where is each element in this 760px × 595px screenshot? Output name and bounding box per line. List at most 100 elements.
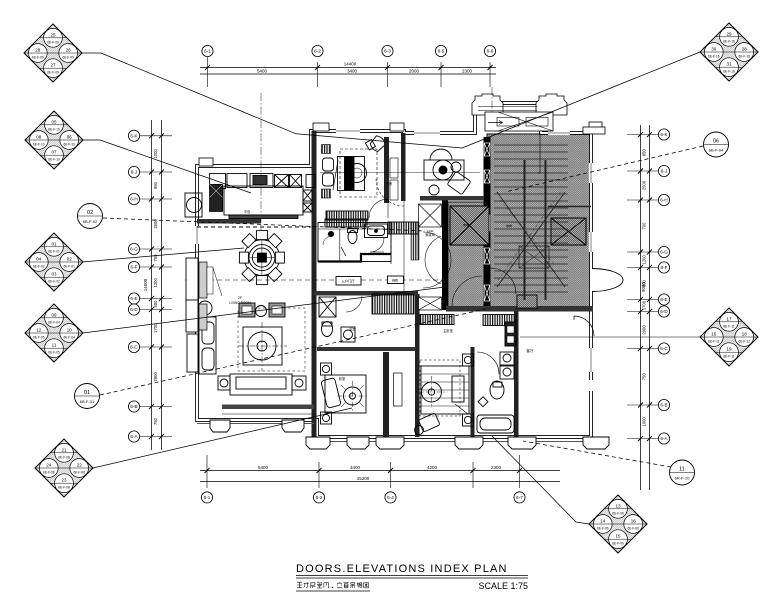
svg-text:07: 07 bbox=[51, 150, 57, 155]
svg-text:21: 21 bbox=[61, 447, 67, 452]
svg-text:06: 06 bbox=[67, 135, 73, 140]
svg-text:6E-F-16: 6E-F-16 bbox=[708, 55, 720, 59]
svg-text:01: 01 bbox=[51, 241, 57, 246]
svg-text:家政间: 家政间 bbox=[425, 232, 435, 237]
svg-text:6E-F-16: 6E-F-16 bbox=[723, 70, 735, 74]
svg-text:6-1: 6-1 bbox=[204, 495, 211, 500]
svg-text:16: 16 bbox=[631, 519, 637, 524]
svg-text:1000: 1000 bbox=[642, 416, 647, 426]
svg-text:3400: 3400 bbox=[347, 69, 358, 74]
svg-text:08: 08 bbox=[36, 135, 42, 140]
svg-text:5400: 5400 bbox=[258, 465, 269, 470]
svg-text:9030: 9030 bbox=[641, 281, 646, 292]
svg-text:11: 11 bbox=[679, 467, 685, 473]
svg-text:31: 31 bbox=[726, 62, 732, 67]
svg-text:6-3: 6-3 bbox=[384, 49, 391, 54]
svg-text:6E-F-06: 6E-F-06 bbox=[612, 542, 624, 546]
svg-text:15200: 15200 bbox=[357, 476, 370, 481]
svg-text:6B-F-04: 6B-F-04 bbox=[709, 148, 724, 153]
svg-text:700: 700 bbox=[153, 254, 158, 262]
svg-text:6E-F-09: 6E-F-09 bbox=[32, 56, 44, 60]
svg-text:17: 17 bbox=[726, 316, 732, 321]
svg-text:2000: 2000 bbox=[409, 69, 420, 74]
svg-text:4200: 4200 bbox=[427, 465, 438, 470]
svg-text:19: 19 bbox=[726, 347, 732, 352]
svg-text:6E-F-08: 6E-F-08 bbox=[43, 471, 55, 475]
svg-text:04: 04 bbox=[36, 257, 42, 262]
svg-text:6E-F-10: 6E-F-10 bbox=[33, 143, 45, 147]
svg-text:10: 10 bbox=[67, 328, 73, 333]
svg-text:6E-F-08: 6E-F-08 bbox=[58, 455, 70, 459]
svg-text:电梯: 电梯 bbox=[506, 223, 512, 228]
svg-text:主卧室: 主卧室 bbox=[443, 328, 453, 333]
svg-text:6E-F-11: 6E-F-11 bbox=[723, 355, 735, 359]
svg-text:03: 03 bbox=[51, 272, 57, 277]
svg-text:6E-F-10: 6E-F-10 bbox=[48, 127, 60, 131]
svg-text:6E-F-08: 6E-F-08 bbox=[58, 486, 70, 490]
svg-text:2900: 2900 bbox=[642, 325, 647, 335]
svg-text:6E-F-09: 6E-F-09 bbox=[62, 56, 74, 60]
svg-text:6E-F-10: 6E-F-10 bbox=[48, 158, 60, 162]
svg-text:DOORS.ELEVATIONS INDEX PLAN: DOORS.ELEVATIONS INDEX PLAN bbox=[296, 563, 508, 575]
svg-text:6E-F-08: 6E-F-08 bbox=[73, 471, 85, 475]
svg-text:鞋柜: 鞋柜 bbox=[392, 278, 398, 283]
svg-text:6-1: 6-1 bbox=[204, 49, 211, 54]
svg-text:3400: 3400 bbox=[350, 465, 361, 470]
svg-text:1700: 1700 bbox=[153, 323, 158, 333]
svg-text:6-H: 6-H bbox=[130, 197, 137, 202]
svg-text:28: 28 bbox=[742, 47, 748, 52]
svg-text:2300: 2300 bbox=[491, 465, 502, 470]
svg-text:6-7: 6-7 bbox=[516, 495, 523, 500]
svg-text:入户门厅: 入户门厅 bbox=[341, 279, 355, 284]
svg-text:6-K: 6-K bbox=[130, 133, 138, 138]
svg-text:29: 29 bbox=[726, 31, 732, 36]
svg-text:22: 22 bbox=[77, 463, 83, 468]
svg-text:6R-F-10: 6R-F-10 bbox=[675, 476, 690, 481]
svg-text:6E-F-16: 6E-F-16 bbox=[723, 39, 735, 43]
svg-text:18: 18 bbox=[742, 332, 748, 337]
svg-text:6-E: 6-E bbox=[660, 297, 667, 302]
svg-text:6E-F-06: 6E-F-06 bbox=[627, 527, 639, 531]
svg-text:LIVING ROOM: LIVING ROOM bbox=[229, 301, 251, 305]
svg-text:06: 06 bbox=[713, 139, 719, 145]
svg-text:浴室: 浴室 bbox=[349, 326, 355, 331]
svg-text:2300: 2300 bbox=[462, 69, 473, 74]
svg-text:13: 13 bbox=[615, 503, 621, 508]
svg-text:2500: 2500 bbox=[642, 180, 647, 190]
svg-text:6E-F-02: 6E-F-02 bbox=[33, 265, 45, 269]
svg-text:6-D: 6-D bbox=[660, 309, 668, 314]
svg-text:16: 16 bbox=[711, 332, 717, 337]
svg-text:6-6: 6-6 bbox=[487, 49, 494, 54]
svg-text:6-D: 6-D bbox=[130, 307, 138, 312]
svg-text:书房: 书房 bbox=[386, 181, 392, 186]
svg-text:6E-F-06: 6E-F-06 bbox=[597, 527, 609, 531]
svg-text:1000: 1000 bbox=[153, 149, 158, 159]
svg-text:6-H: 6-H bbox=[660, 198, 667, 203]
svg-text:电梯: 电梯 bbox=[463, 222, 469, 227]
svg-text:6-C: 6-C bbox=[660, 346, 668, 351]
svg-text:2900: 2900 bbox=[153, 371, 158, 381]
svg-text:6E-F-12: 6E-F-12 bbox=[738, 340, 750, 344]
svg-text:6E-F-01: 6E-F-01 bbox=[48, 249, 60, 253]
svg-text:6-J: 6-J bbox=[131, 170, 137, 175]
svg-text:6E-F-16: 6E-F-16 bbox=[738, 55, 750, 59]
svg-text:15: 15 bbox=[615, 534, 621, 539]
svg-text:6B-F-01: 6B-F-01 bbox=[80, 399, 95, 404]
svg-text:09: 09 bbox=[51, 312, 57, 317]
svg-text:2500: 2500 bbox=[153, 219, 158, 229]
svg-text:6-J: 6-J bbox=[661, 169, 667, 174]
svg-text:6B-F-02: 6B-F-02 bbox=[83, 219, 98, 224]
svg-text:02: 02 bbox=[87, 210, 93, 216]
svg-text:6-E: 6-E bbox=[130, 296, 137, 301]
svg-text:23: 23 bbox=[61, 478, 67, 483]
svg-text:6E-F-02: 6E-F-02 bbox=[48, 280, 60, 284]
svg-text:6-2: 6-2 bbox=[314, 49, 321, 54]
svg-text:14500: 14500 bbox=[143, 278, 148, 291]
svg-text:30: 30 bbox=[711, 47, 717, 52]
svg-text:1200: 1200 bbox=[642, 254, 647, 264]
svg-text:6-G: 6-G bbox=[660, 250, 668, 255]
svg-text:05: 05 bbox=[51, 119, 57, 124]
svg-text:6E-F-06: 6E-F-06 bbox=[612, 511, 624, 515]
svg-text:24: 24 bbox=[46, 463, 52, 468]
svg-text:950: 950 bbox=[642, 149, 647, 157]
